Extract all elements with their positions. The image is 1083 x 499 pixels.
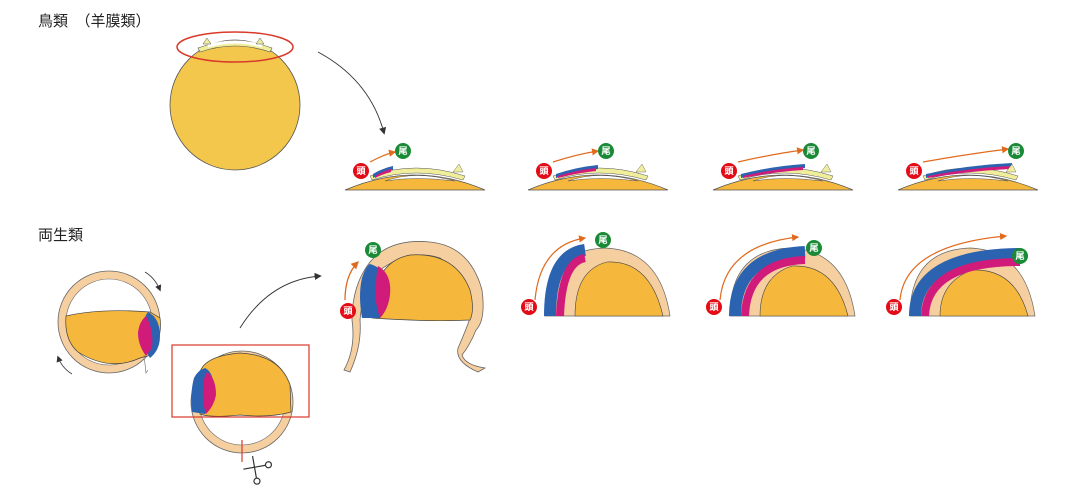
amphibian-stage-4 bbox=[899, 232, 1036, 317]
head-badge: 頭 bbox=[906, 163, 922, 179]
bird-transition-arrow bbox=[317, 51, 387, 135]
tail-badge: 尾 bbox=[806, 240, 822, 256]
scissors-icon bbox=[243, 455, 273, 485]
head-badge: 頭 bbox=[536, 163, 552, 179]
focus-box-marker bbox=[171, 344, 310, 418]
svg-text:尾: 尾 bbox=[1014, 251, 1024, 262]
tail-badge: 尾 bbox=[1008, 143, 1024, 159]
tail-badge: 尾 bbox=[803, 143, 819, 159]
bird-stage-3 bbox=[712, 147, 854, 191]
svg-text:頭: 頭 bbox=[539, 166, 549, 177]
rotation-arrow-top bbox=[144, 271, 162, 292]
head-badge: 頭 bbox=[521, 299, 537, 315]
rotation-arrow-bottom bbox=[56, 355, 73, 375]
tail-badge: 尾 bbox=[598, 143, 614, 159]
svg-text:尾: 尾 bbox=[367, 245, 377, 256]
head-badge: 頭 bbox=[706, 299, 722, 315]
svg-text:尾: 尾 bbox=[808, 243, 818, 254]
svg-text:頭: 頭 bbox=[889, 302, 899, 313]
tail-badge: 尾 bbox=[395, 143, 411, 159]
bird-stage-2 bbox=[527, 148, 669, 191]
svg-text:尾: 尾 bbox=[805, 146, 815, 157]
svg-text:頭: 頭 bbox=[909, 166, 919, 177]
svg-text:尾: 尾 bbox=[397, 146, 407, 157]
svg-text:頭: 頭 bbox=[524, 302, 534, 313]
head-badge: 頭 bbox=[340, 303, 356, 319]
svg-text:頭: 頭 bbox=[724, 166, 734, 177]
svg-text:頭: 頭 bbox=[343, 306, 353, 317]
svg-text:尾: 尾 bbox=[597, 235, 607, 246]
amphibian-stage-3 bbox=[719, 234, 856, 317]
amphibian-title: 両生類 bbox=[38, 226, 83, 244]
tail-badge: 尾 bbox=[595, 232, 611, 248]
svg-text:頭: 頭 bbox=[356, 166, 366, 177]
tail-badge: 尾 bbox=[1012, 248, 1028, 264]
bird-stage-4 bbox=[897, 146, 1039, 191]
bird-title: 鳥類 （羊膜類） bbox=[38, 12, 151, 30]
amphibian-stage-2 bbox=[534, 235, 671, 317]
bird-egg-whole bbox=[169, 31, 301, 171]
svg-text:尾: 尾 bbox=[600, 146, 610, 157]
amphibian-stage-1 bbox=[343, 241, 487, 373]
amphibian-egg-rotating bbox=[56, 270, 162, 375]
head-badge: 頭 bbox=[886, 299, 902, 315]
amphibian-transition-arrow bbox=[239, 272, 322, 329]
head-badge: 頭 bbox=[353, 163, 369, 179]
svg-text:尾: 尾 bbox=[1010, 146, 1020, 157]
bird-stage-1 bbox=[344, 149, 486, 191]
tail-badge: 尾 bbox=[365, 242, 381, 258]
amphibian-egg-cut bbox=[171, 344, 310, 485]
head-badge: 頭 bbox=[721, 163, 737, 179]
focus-ellipse-marker bbox=[176, 31, 294, 63]
svg-text:頭: 頭 bbox=[709, 302, 719, 313]
